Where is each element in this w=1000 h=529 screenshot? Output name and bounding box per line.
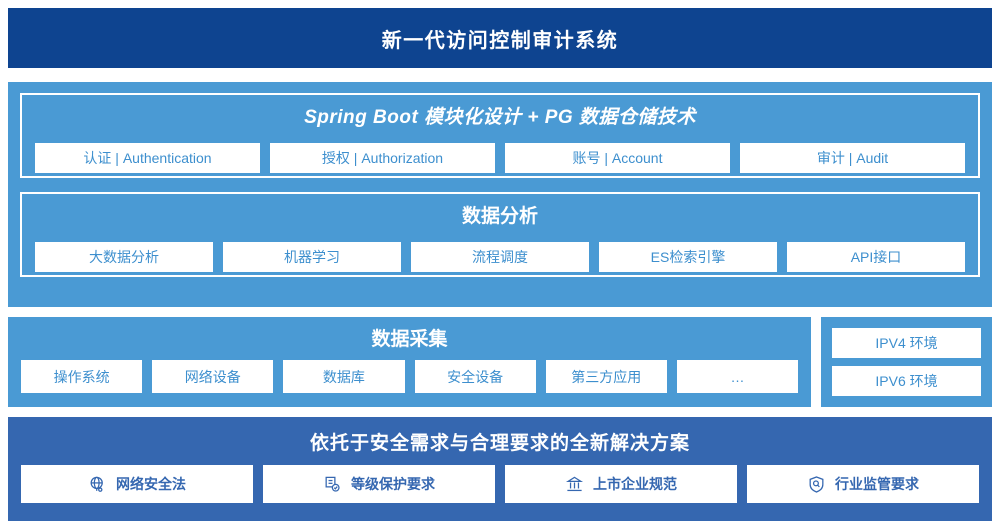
data-collection-title: 数据采集 [371,329,448,350]
chip-label: 数据库 [322,368,365,385]
ip-environment-panel: IPV4 环境 IPV6 环境 [821,317,992,407]
chip-label: 账号 | Account [572,150,663,166]
platform-group: Spring Boot 模块化设计 + PG 数据仓储技术 认证 | Authe… [20,93,980,178]
chip-label: 认证 | Authentication [83,150,212,166]
chip-label: IPV6 环境 [875,373,938,389]
system-title-bar: 新一代访问控制审计系统 [8,8,992,68]
compliance-chip-classified-protection[interactable]: 等级保护要求 [263,465,495,503]
chip-label: 网络设备 [184,368,241,385]
chip-label: 等级保护要求 [351,476,435,492]
chip-label: ES检索引擎 [650,249,726,265]
chip-label: 网络安全法 [116,476,186,492]
chip-label: 机器学习 [284,249,340,265]
chip-label: 上市企业规范 [593,476,677,492]
chip-label: 大数据分析 [89,249,159,265]
chip-label: … [730,368,745,385]
chip-label: 授权 | Authorization [321,150,444,166]
compliance-panel: 依托于安全需求与合理要求的全新解决方案 网络安全法 [8,417,992,521]
data-collection-chip-row: 操作系统 网络设备 数据库 安全设备 第三方应用 … [21,360,799,393]
chip-label: 操作系统 [53,368,110,385]
analysis-chip-bigdata[interactable]: 大数据分析 [35,242,213,272]
compliance-chip-listed-enterprise[interactable]: 上市企业规范 [505,465,737,503]
chip-label: 安全设备 [447,368,504,385]
shield-search-icon [807,475,826,494]
collection-chip-third-party-app[interactable]: 第三方应用 [545,360,667,393]
analysis-group-title: 数据分析 [461,206,538,227]
platform-chip-account[interactable]: 账号 | Account [505,143,730,173]
platform-chip-row: 认证 | Authentication 授权 | Authorization 账… [35,143,965,173]
analysis-chip-process-scheduling[interactable]: 流程调度 [411,242,589,272]
platform-group-title: Spring Boot 模块化设计 + PG 数据仓储技术 [304,107,696,128]
collection-chip-network-device[interactable]: 网络设备 [152,360,274,393]
chip-label: 行业监管要求 [835,476,919,492]
compliance-chip-row: 网络安全法 等级保护要求 [21,465,979,503]
collection-chip-more[interactable]: … [676,360,799,393]
chip-label: API接口 [850,249,902,265]
bank-icon [565,475,584,494]
ip-chip-ipv6[interactable]: IPV6 环境 [832,366,981,396]
platform-chip-audit[interactable]: 审计 | Audit [740,143,965,173]
analysis-chip-es-search-engine[interactable]: ES检索引擎 [599,242,777,272]
compliance-chip-industry-regulation[interactable]: 行业监管要求 [747,465,979,503]
analysis-chip-api[interactable]: API接口 [787,242,965,272]
analysis-group: 数据分析 大数据分析 机器学习 流程调度 ES检索引擎 API接口 [20,192,980,277]
chip-label: 流程调度 [472,249,528,265]
chip-label: 审计 | Audit [816,150,889,166]
globe-icon [88,475,107,494]
analysis-chip-row: 大数据分析 机器学习 流程调度 ES检索引擎 API接口 [35,242,965,272]
compliance-title: 依托于安全需求与合理要求的全新解决方案 [309,433,690,454]
chip-label: 第三方应用 [571,368,642,385]
application-layer-panel: Spring Boot 模块化设计 + PG 数据仓储技术 认证 | Authe… [8,82,992,307]
compliance-chip-cybersecurity-law[interactable]: 网络安全法 [21,465,253,503]
page-title: 新一代访问控制审计系统 [381,29,619,52]
chip-label: IPV4 环境 [875,335,938,351]
ip-chip-ipv4[interactable]: IPV4 环境 [832,328,981,358]
platform-chip-authentication[interactable]: 认证 | Authentication [35,143,260,173]
collection-chip-security-device[interactable]: 安全设备 [414,360,536,393]
collection-chip-operating-system[interactable]: 操作系统 [21,360,143,393]
document-check-icon [323,475,342,494]
collection-chip-database[interactable]: 数据库 [283,360,405,393]
platform-chip-authorization[interactable]: 授权 | Authorization [270,143,495,173]
data-collection-panel: 数据采集 操作系统 网络设备 数据库 安全设备 第三方应用 … [8,317,811,407]
analysis-chip-machine-learning[interactable]: 机器学习 [223,242,401,272]
